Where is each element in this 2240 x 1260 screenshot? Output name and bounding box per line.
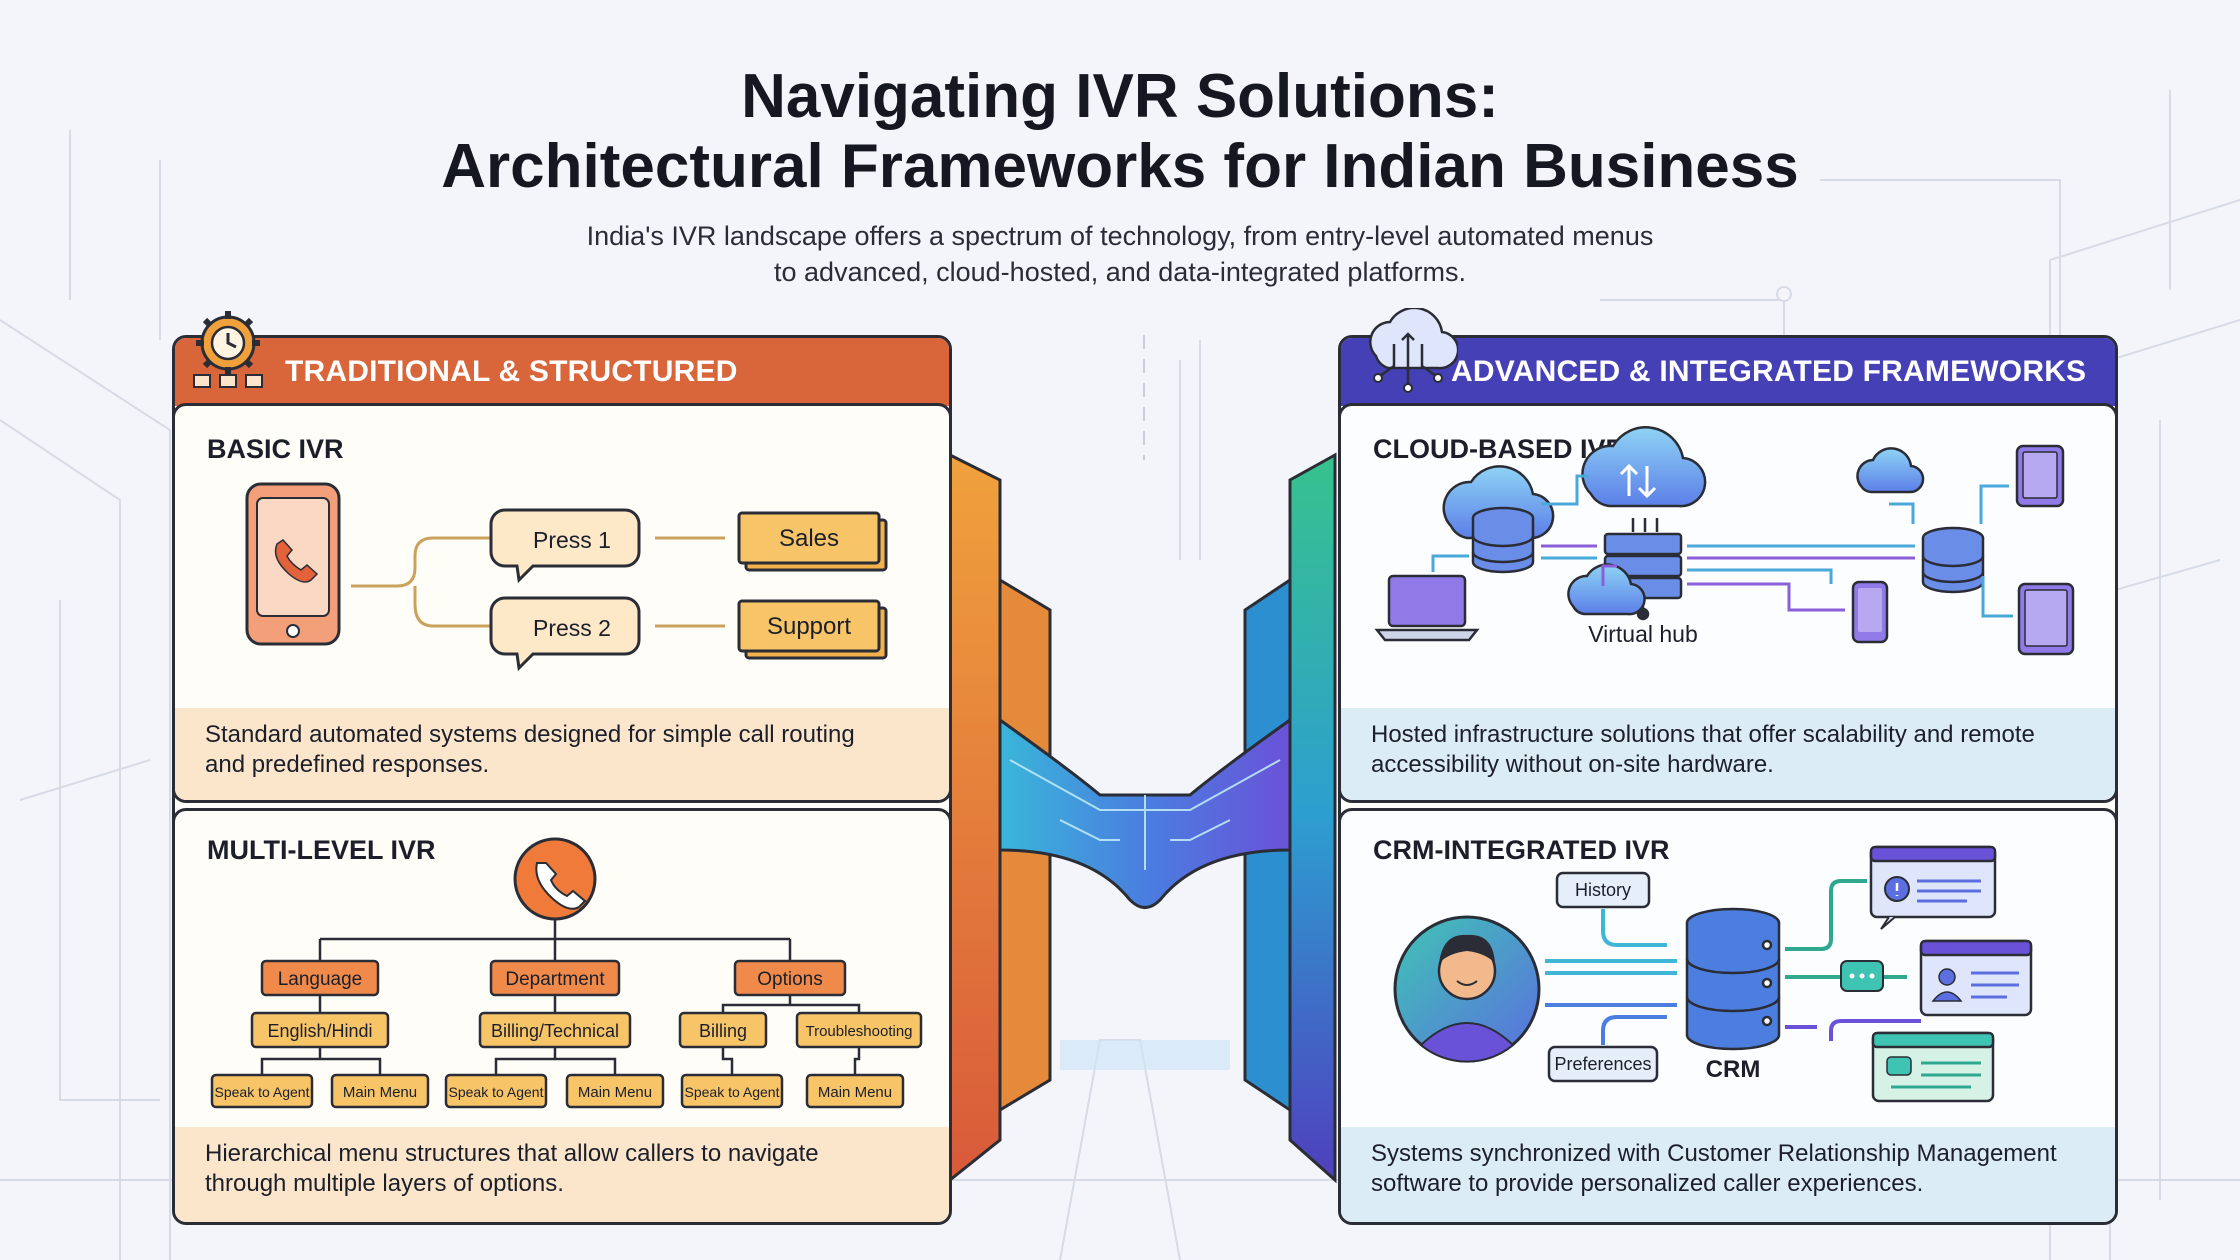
chat-bubble-icon <box>1840 960 1884 992</box>
multi-level-ivr-diagram: Language Department Options English/Hind… <box>210 837 923 1109</box>
leaf-speak-to-agent-2: Speak to Agent <box>444 1073 548 1109</box>
multi-level-ivr-desc-line-1: Hierarchical menu structures that allow … <box>205 1140 819 1167</box>
multi-level-ivr-title: MULTI-LEVEL IVR <box>207 835 436 865</box>
leaf-main-menu-1: Main Menu <box>330 1073 430 1109</box>
leaf-main-menu-3: Main Menu <box>805 1073 905 1109</box>
traditional-frameworks-header: TRADITIONAL & STRUCTURED FRAMEWORKS <box>175 338 949 456</box>
title-line-1: Navigating IVR Solutions: <box>741 62 1499 131</box>
svg-text:Speak to Agent: Speak to Agent <box>685 1084 780 1100</box>
multi-level-ivr-card: MULTI-LEVEL IVR Language <box>175 808 949 1222</box>
page-title: Navigating IVR Solutions: Architectural … <box>0 62 2240 202</box>
cloud-based-ivr-description: Hosted infrastructure solutions that off… <box>1341 708 2115 800</box>
sales-box: Sales <box>737 511 888 572</box>
cloud-based-ivr-desc-line-1: Hosted infrastructure solutions that off… <box>1371 721 2035 748</box>
mobile-phone-icon <box>1851 580 1889 644</box>
billing-technical-label: Billing/Technical <box>491 1021 619 1041</box>
preferences-label: Preferences <box>1554 1054 1651 1074</box>
crm-integrated-ivr-diagram: History Preferences CRM <box>1393 845 2033 1103</box>
crm-integrated-ivr-title: CRM-INTEGRATED IVR <box>1373 835 1670 865</box>
cloud-based-ivr-card: CLOUD-BASED IVR <box>1341 403 2115 803</box>
profile-card-icon <box>1919 939 2033 1017</box>
department-node: Department <box>489 959 621 997</box>
crm-integrated-ivr-desc-line-2: software to provide personalized caller … <box>1371 1170 1924 1197</box>
options-label: Options <box>757 969 822 990</box>
preferences-tag: Preferences <box>1547 1045 1659 1083</box>
crm-integrated-ivr-card: CRM-INTEGRATED IVR History Preferences <box>1341 808 2115 1222</box>
multi-level-ivr-desc-line-2: through multiple layers of options. <box>205 1170 564 1197</box>
gear-clock-icon <box>193 311 263 388</box>
billing-label: Billing <box>699 1021 747 1041</box>
smartphone-icon <box>245 482 341 646</box>
billing-technical-node: Billing/Technical <box>478 1011 632 1049</box>
cloud-based-ivr-title: CLOUD-BASED IVR <box>1373 434 1626 464</box>
crm-database-icon <box>1685 907 1781 1051</box>
leaf-main-menu-2: Main Menu <box>565 1073 665 1109</box>
history-label: History <box>1575 880 1631 900</box>
traditional-frameworks-panel: TRADITIONAL & STRUCTURED FRAMEWORKS BASI… <box>172 335 952 1225</box>
billing-node: Billing <box>678 1011 768 1049</box>
support-box: Support <box>737 599 888 660</box>
support-label: Support <box>767 613 851 640</box>
multi-level-ivr-description: Hierarchical menu structures that allow … <box>175 1127 949 1222</box>
alert-screen-icon <box>1869 845 1997 930</box>
phone-call-icon <box>513 837 597 921</box>
press-2-label: Press 2 <box>533 615 611 641</box>
subtitle-line-2: to advanced, cloud-hosted, and data-inte… <box>774 257 1466 287</box>
database-right-icon <box>1921 526 1985 594</box>
title-line-2: Architectural Frameworks for Indian Busi… <box>441 132 1799 201</box>
basic-ivr-diagram: Press 1 Press 2 Sales Support <box>245 482 888 672</box>
english-hindi-node: English/Hindi <box>250 1011 390 1049</box>
troubleshooting-label: Troubleshooting <box>805 1023 912 1040</box>
cloud-database-left-icon <box>1442 465 1555 574</box>
press-2-bubble: Press 2 <box>489 596 641 672</box>
virtual-hub-label: Virtual hub <box>1588 621 1698 647</box>
department-label: Department <box>505 969 605 990</box>
svg-text:Main Menu: Main Menu <box>343 1084 417 1101</box>
svg-text:Speak to Agent: Speak to Agent <box>215 1084 310 1100</box>
crm-integrated-ivr-desc-line-1: Systems synchronized with Customer Relat… <box>1371 1140 2057 1167</box>
virtual-hub-cloud-icon <box>1581 426 1707 508</box>
basic-ivr-description: Standard automated systems designed for … <box>175 708 949 800</box>
cloud-network-icon <box>1369 308 1458 393</box>
english-hindi-label: English/Hindi <box>267 1021 372 1041</box>
advanced-frameworks-header: ADVANCED & INTEGRATED FRAMEWORKS <box>1341 338 2115 406</box>
troubleshooting-node: Troubleshooting <box>795 1011 923 1049</box>
basic-ivr-desc-line-2: and predefined responses. <box>205 751 490 778</box>
press-1-label: Press 1 <box>533 527 611 553</box>
customer-avatar <box>1393 915 1541 1063</box>
press-1-bubble: Press 1 <box>489 508 641 584</box>
language-label: Language <box>278 969 363 990</box>
subtitle-line-1: India's IVR landscape offers a spectrum … <box>586 221 1654 251</box>
sales-label: Sales <box>779 525 839 552</box>
advanced-frameworks-panel: ADVANCED & INTEGRATED FRAMEWORKS CLOUD-B… <box>1338 335 2118 1225</box>
basic-ivr-desc-line-1: Standard automated systems designed for … <box>205 721 855 748</box>
tablet-bottom-icon <box>2017 582 2075 656</box>
crm-label: CRM <box>1706 1056 1761 1083</box>
cloud-based-ivr-desc-line-2: accessibility without on-site hardware. <box>1371 751 1774 778</box>
options-node: Options <box>733 959 847 997</box>
leaf-speak-to-agent-1: Speak to Agent <box>210 1073 314 1109</box>
language-node: Language <box>260 959 380 997</box>
basic-ivr-title: BASIC IVR <box>207 434 344 464</box>
page-subtitle: India's IVR landscape offers a spectrum … <box>0 218 2240 290</box>
small-cloud-icon <box>1567 563 1646 616</box>
cloud-based-ivr-diagram: Virtual hub <box>1374 426 2075 656</box>
laptop-icon <box>1374 574 1480 642</box>
small-cloud-top-right-icon <box>1856 447 1925 494</box>
tablet-top-icon <box>2015 444 2065 508</box>
svg-text:Main Menu: Main Menu <box>578 1084 652 1101</box>
svg-text:Main Menu: Main Menu <box>818 1084 892 1101</box>
leaf-speak-to-agent-3: Speak to Agent <box>680 1073 784 1109</box>
crm-integrated-ivr-description: Systems synchronized with Customer Relat… <box>1341 1127 2115 1222</box>
message-screen-icon <box>1871 1031 1995 1103</box>
svg-text:Speak to Agent: Speak to Agent <box>449 1084 544 1100</box>
history-tag: History <box>1555 871 1651 909</box>
basic-ivr-card: BASIC IVR Press 1 Press 2 Sales <box>175 403 949 803</box>
